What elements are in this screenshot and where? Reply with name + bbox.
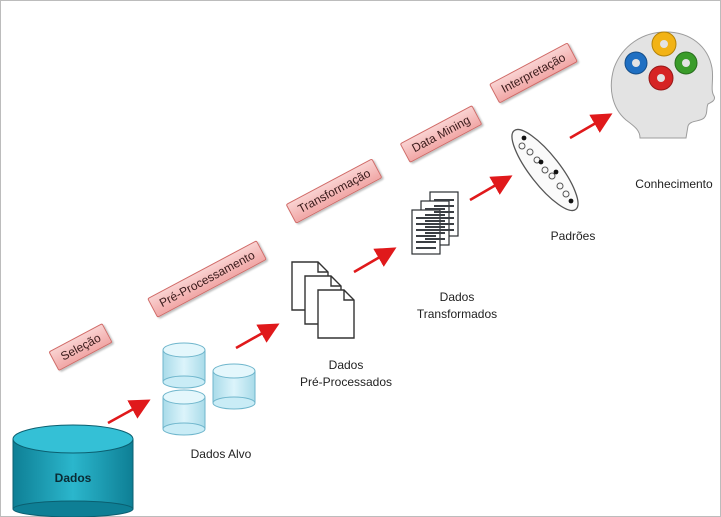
- database-cylinder-icon: [12, 424, 134, 517]
- arrow-alvo-to-pre: [235, 323, 280, 350]
- label-conhecimento: Conhecimento: [635, 177, 713, 191]
- transformed-document-stack-icon: [411, 191, 459, 255]
- label-dados-trans-line1: Dados: [439, 290, 475, 304]
- patterns-ellipse-icon: [511, 128, 579, 212]
- label-padroes: Padrões: [550, 229, 596, 243]
- head-gears-icon: [610, 31, 715, 139]
- arrow-padroes-to-conhecimento: [569, 113, 613, 140]
- document-stack-icon: [291, 261, 355, 339]
- label-dados: Dados: [54, 471, 92, 485]
- label-dados-trans-line2: Transformados: [416, 307, 498, 321]
- arrow-trans-to-padroes: [469, 175, 513, 202]
- target-database-icon: [162, 342, 256, 436]
- label-dados-alvo: Dados Alvo: [190, 447, 252, 461]
- arrow-dados-to-alvo: [107, 399, 151, 425]
- flow-arrows: [107, 113, 613, 425]
- arrow-pre-to-trans: [353, 247, 397, 274]
- label-dados-pre-line1: Dados: [328, 358, 364, 372]
- label-dados-pre-line2: Pré-Processados: [299, 375, 393, 389]
